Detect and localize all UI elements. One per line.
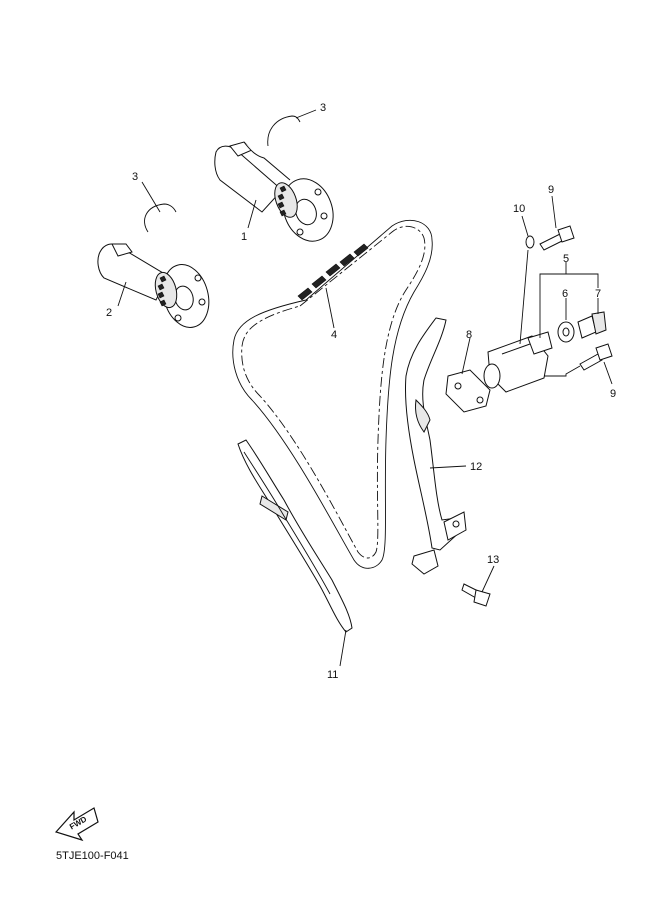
label-part-3-lower: 3 xyxy=(132,171,138,183)
label-part-3-upper: 3 xyxy=(320,102,326,114)
bolt-upper xyxy=(539,225,575,251)
label-part-1: 1 xyxy=(241,231,247,243)
chain-guide xyxy=(237,439,353,633)
camshaft-intake xyxy=(97,243,210,328)
washer xyxy=(525,235,535,249)
guide-bolt xyxy=(461,583,491,607)
label-part-12: 12 xyxy=(470,461,482,473)
label-part-7: 7 xyxy=(595,288,601,300)
label-part-9-upper: 9 xyxy=(548,184,554,196)
circlip-upper xyxy=(267,115,301,147)
label-part-4: 4 xyxy=(331,329,337,341)
label-part-8: 8 xyxy=(466,329,472,341)
label-part-5: 5 xyxy=(563,253,569,265)
fwd-arrow-icon: FWD xyxy=(54,807,99,842)
label-part-6: 6 xyxy=(562,288,568,300)
chain-tensioner xyxy=(445,331,553,413)
drawing-code: 5TJE100-F041 xyxy=(56,850,129,862)
circlip-lower xyxy=(144,203,177,233)
label-part-2: 2 xyxy=(106,307,112,319)
tensioner-guide xyxy=(404,317,467,575)
bolt-lower xyxy=(579,343,613,371)
gasket-hole xyxy=(562,327,570,337)
label-part-11: 11 xyxy=(327,669,338,681)
camshaft-exhaust xyxy=(214,141,334,242)
leader-lines xyxy=(117,109,613,667)
label-part-10: 10 xyxy=(513,203,525,215)
label-part-9-lower: 9 xyxy=(610,388,616,400)
cap-bolt xyxy=(577,311,607,339)
label-part-13: 13 xyxy=(487,554,499,566)
timing-chain xyxy=(232,219,433,569)
